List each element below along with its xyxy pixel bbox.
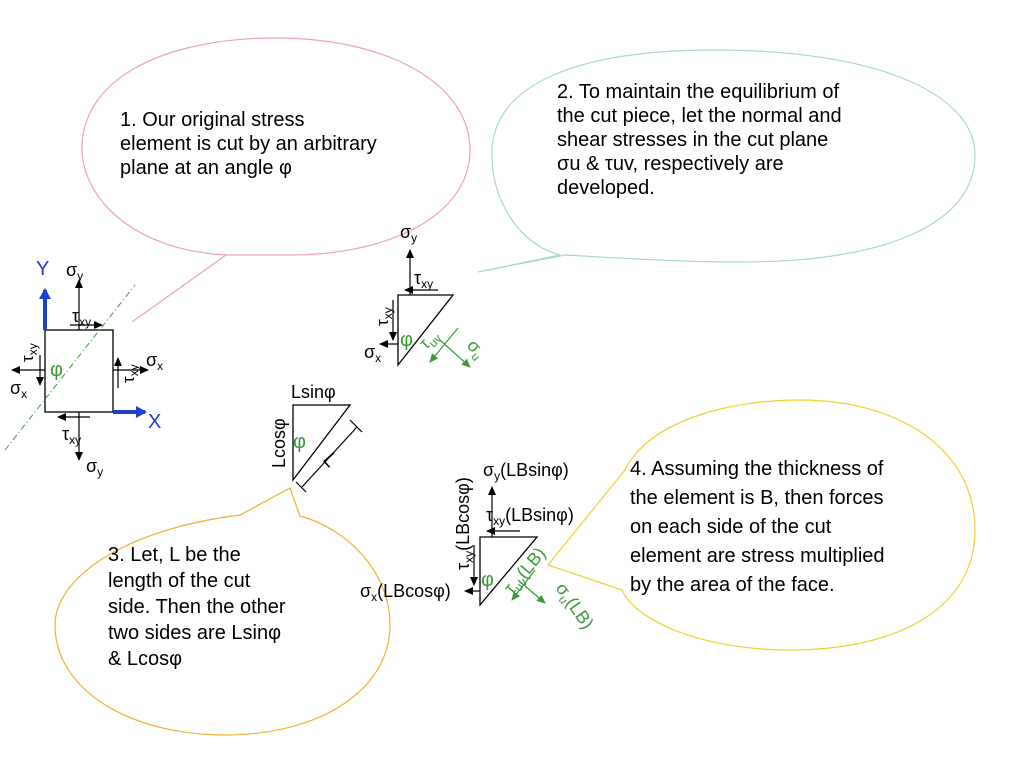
bubble-1-line-3: plane at an angle φ (120, 157, 292, 179)
bubble-2-line-1: 2. To maintain the equilibrium of (557, 81, 840, 103)
bubble-3-line-3: side. Then the other (108, 596, 286, 618)
sigma-u-arrow-2 (439, 339, 471, 368)
tau-xy-bottom-label: τxy (62, 424, 81, 447)
bubble-1-outline (81, 37, 471, 323)
bubble-4-line-5: by the area of the face. (630, 574, 835, 596)
bubble-3-text: 3. Let, L be the length of the cut side.… (108, 542, 286, 672)
bubble-4-line-1: 4. Assuming the thickness of (630, 458, 884, 480)
bubble-3-line-5: & Lcosφ (108, 648, 183, 670)
phi-label-2: φ (400, 329, 413, 351)
dimension-tick-top (349, 419, 363, 433)
bubble-3-line-2: length of the cut (108, 570, 251, 592)
bubble-3-outline (54, 487, 391, 736)
bubble-2-line-2: the cut piece, let the normal and (557, 105, 842, 127)
phi-label-1: φ (50, 359, 63, 381)
sigma-u-label-2: σu (461, 335, 490, 364)
sigma-y-bottom-label: σy (86, 456, 103, 479)
tau-uv-label-2: τuv (415, 326, 444, 355)
bubble-1-line-1: 1. Our original stress (120, 109, 305, 131)
length-label: L (318, 449, 342, 472)
bubble-4-line-2: the element is B, then forces (630, 487, 884, 509)
bubble-2-outline (477, 49, 976, 273)
sigma-x-left-label: σx (10, 378, 27, 401)
bubble-4-text: 4. Assuming the thickness of the element… (630, 455, 885, 600)
bubble-4-outline (546, 399, 976, 651)
phi-label-3: φ (293, 431, 306, 453)
force-triangle (479, 536, 539, 607)
tau-xy-right-label: τxy (119, 364, 141, 383)
tau-xy-top-label-2: τxy (414, 268, 433, 291)
bubble-3-line-4: two sides are Lsinφ (108, 622, 282, 644)
axis-x-label: X (148, 411, 161, 433)
bubble-3-line-1: 3. Let, L be the (108, 544, 241, 566)
cut-piece-figure: φ σy τxy σx τxy τuv σu (364, 222, 490, 368)
bubble-2-text: 2. To maintain the equilibrium of the cu… (557, 80, 842, 200)
phi-label-4: φ (481, 569, 494, 591)
bubble-1-text: 1. Our original stress element is cut by… (120, 108, 377, 180)
bubble-2-line-4: σu & τuv, respectively are (557, 153, 784, 175)
force-y-label: σy(LBsinφ) (483, 460, 569, 483)
length-dimension-line (301, 426, 358, 488)
force-xy-top-label: τxy(LBsinφ) (486, 505, 574, 528)
force-xy-left-label: τxy(LBcosφ) (453, 477, 476, 570)
bubble-2-line-5: developed. (557, 177, 655, 199)
bubble-4-line-3: on each side of the cut (630, 516, 832, 538)
sigma-y-label-2: σy (400, 222, 417, 245)
cut-triangle (397, 294, 455, 367)
axis-y-label: Y (36, 258, 49, 280)
original-element-figure: Y X φ σy τxy σx σx τxy σy τxy τxy (4, 258, 163, 479)
geometry-figure: φ Lsinφ Lcosφ L (269, 382, 363, 493)
bubble-4-line-4: element are stress multiplied (630, 545, 885, 567)
lsin-label: Lsinφ (291, 382, 336, 402)
sigma-x-label-2: σx (364, 342, 381, 365)
cut-plane-line (4, 284, 136, 451)
tau-xy-top-label: τxy (72, 306, 91, 329)
dimension-tick-bottom (295, 481, 307, 493)
bubble-2-line-3: shear stresses in the cut plane (557, 129, 829, 151)
force-u-label: σu(LB) (549, 579, 598, 635)
force-u-arrow (517, 579, 546, 604)
tau-xy-left-label-2: τxy (373, 307, 395, 326)
tau-uv-arrow-2 (429, 327, 459, 363)
lcos-label: Lcosφ (269, 418, 289, 468)
sigma-y-top-label: σy (66, 260, 83, 283)
forces-figure: φ σy(LBsinφ) τxy(LBsinφ) σx(LBcosφ) τxy(… (360, 460, 598, 635)
geometry-triangle (292, 404, 352, 482)
force-x-label: σx(LBcosφ) (360, 581, 451, 604)
sigma-x-right-label: σx (146, 350, 163, 373)
tau-xy-left-label: τxy (18, 343, 40, 362)
bubble-1-line-2: element is cut by an arbitrary (120, 133, 377, 155)
